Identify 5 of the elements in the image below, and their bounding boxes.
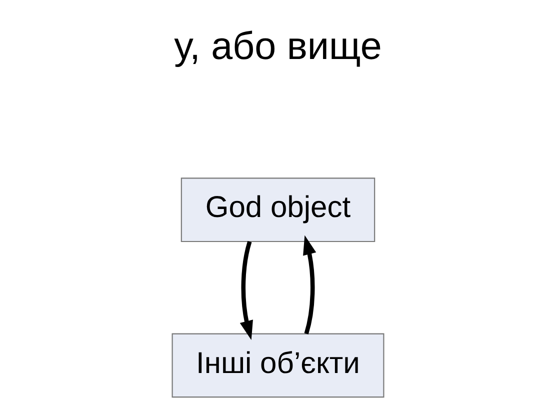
arrow <box>239 241 252 340</box>
arrow <box>302 235 316 334</box>
node-box: God object <box>180 178 375 242</box>
label: у, або вище <box>174 24 382 68</box>
node-box: Інші об’єкти <box>171 333 384 398</box>
